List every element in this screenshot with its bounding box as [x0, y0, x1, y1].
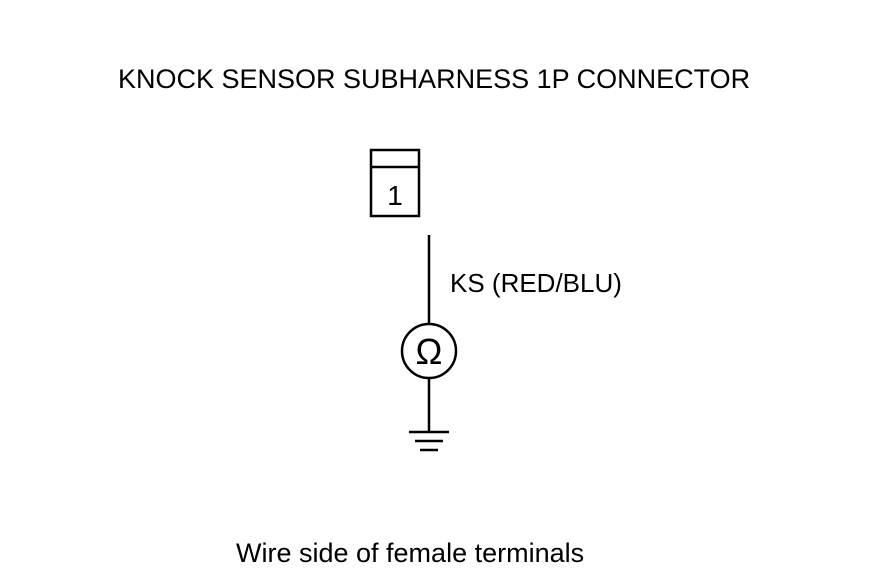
ground-icon — [409, 430, 449, 452]
ohmmeter: Ω — [400, 322, 458, 380]
connector-1p: 1 — [369, 148, 421, 218]
diagram-title: KNOCK SENSOR SUBHARNESS 1P CONNECTOR — [118, 64, 751, 94]
ohm-icon: Ω — [416, 331, 443, 372]
wire-label: KS (RED/BLU) — [450, 268, 622, 298]
terminal-number: 1 — [387, 180, 403, 211]
connector-body — [369, 148, 421, 218]
diagram-caption: Wire side of female terminals — [236, 538, 585, 568]
